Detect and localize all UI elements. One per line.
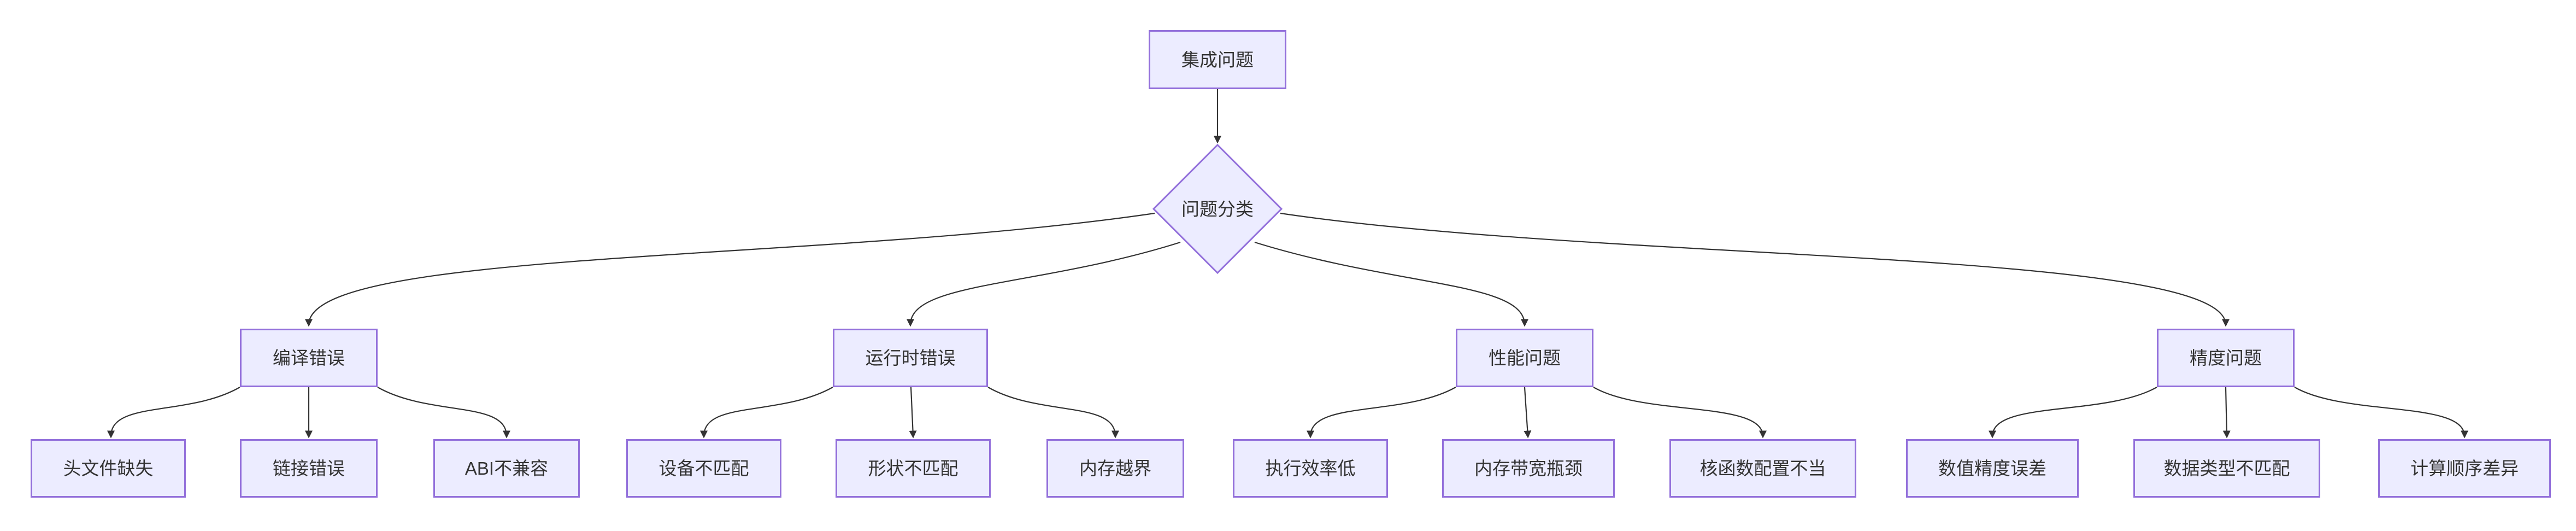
node-label: 核函数配置不当 [1699,458,1826,479]
edge-precision-to-order-diff [2294,387,2468,439]
edge-compile-to-header-missing [107,387,240,439]
edge-performance-to-bandwidth [1524,387,1532,439]
node-label: 集成问题 [1181,49,1254,70]
node-label: 计算顺序差异 [2410,458,2519,479]
node-label: 执行效率低 [1265,458,1356,479]
leaf-memory-bandwidth-bottleneck: 内存带宽瓶颈 [1442,439,1615,498]
leaf-data-type-mismatch: 数据类型不匹配 [2133,439,2320,498]
edge-precision-to-numeric-error [1989,387,2157,439]
category-performance-issues: 性能问题 [1456,329,1593,387]
edge-runtime-to-device-mismatch [700,387,833,439]
node-label: 编译错误 [273,348,345,368]
edge-runtime-to-shape-mismatch [909,387,917,439]
leaf-kernel-config-improper: 核函数配置不当 [1669,439,1856,498]
leaf-device-mismatch: 设备不匹配 [626,439,781,498]
category-runtime-errors: 运行时错误 [833,329,988,387]
node-label: 运行时错误 [865,348,956,368]
leaf-numerical-precision-error: 数值精度误差 [1906,439,2079,498]
node-label: 精度问题 [2190,348,2262,368]
node-label: 内存越界 [1079,458,1151,479]
category-precision-issues: 精度问题 [2157,329,2295,387]
edge-decision-to-compile [305,212,1155,327]
category-compile-errors: 编译错误 [240,329,378,387]
leaf-shape-mismatch: 形状不匹配 [836,439,991,498]
node-label: 内存带宽瓶颈 [1474,458,1583,479]
leaf-low-execution-efficiency: 执行效率低 [1233,439,1388,498]
decision-diamond-shape [1152,143,1283,275]
node-label: ABI不兼容 [464,458,549,479]
edge-compile-to-abi [377,387,510,439]
decision-problem-classification: 问题分类 [1154,145,1281,273]
node-label: 设备不匹配 [658,458,749,479]
node-label: 数值精度误差 [1938,458,2046,479]
node-label: 问题分类 [1181,199,1254,219]
edge-decision-to-precision [1280,212,2230,327]
edge-decision-to-performance [1254,241,1528,327]
edge-precision-to-dtype-mismatch [2222,387,2231,439]
node-label: 头文件缺失 [63,458,154,479]
edge-performance-to-kernel-config [1593,387,1767,439]
node-integration-problems: 集成问题 [1149,30,1286,89]
node-label: 链接错误 [273,458,345,479]
leaf-abi-incompatible: ABI不兼容 [433,439,580,498]
leaf-computation-order-difference: 计算顺序差异 [2378,439,2551,498]
leaf-header-file-missing: 头文件缺失 [31,439,186,498]
leaf-link-error: 链接错误 [240,439,378,498]
node-label: 数据类型不匹配 [2163,458,2290,479]
leaf-memory-out-of-bounds: 内存越界 [1046,439,1184,498]
node-label: 性能问题 [1489,348,1561,368]
node-label: 形状不匹配 [868,458,958,479]
edge-decision-to-runtime [907,241,1181,327]
edge-performance-to-low-efficiency [1307,387,1456,439]
edge-runtime-to-memory-oob [987,387,1119,439]
